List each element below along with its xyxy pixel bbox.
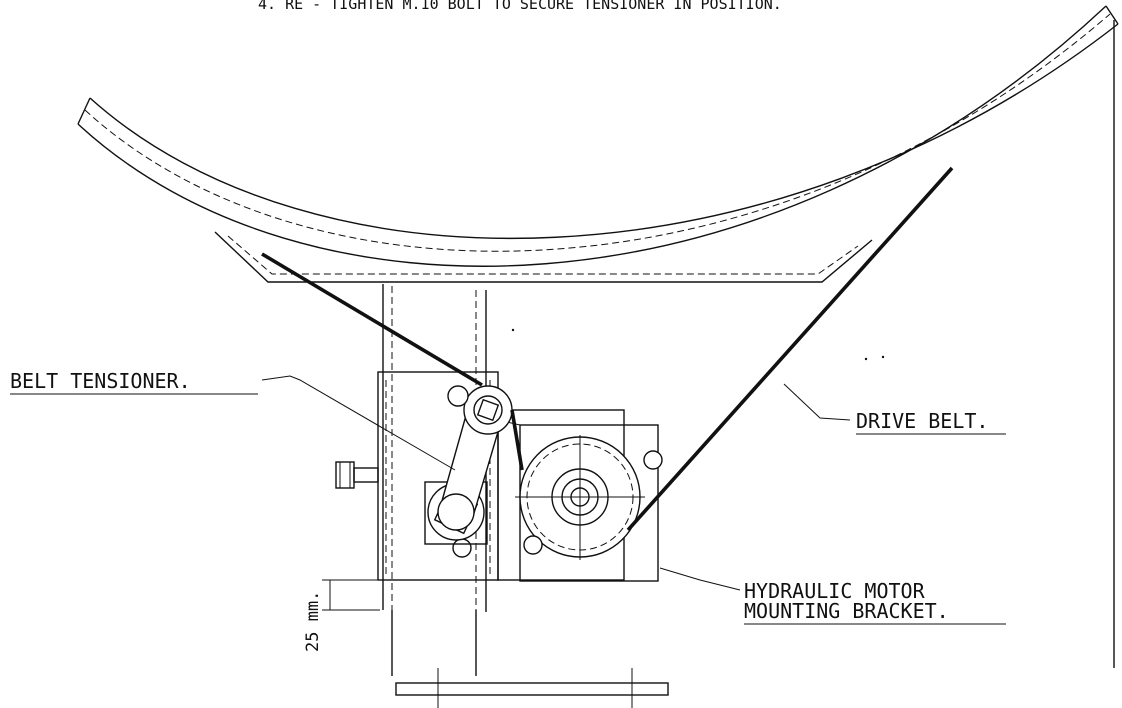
belt-tensioner-callout: BELT TENSIONER.: [10, 369, 456, 471]
curved-trough: [77, 5, 1119, 267]
adjustment-bolt: [335, 461, 379, 489]
drawing-marks: [511, 328, 885, 361]
tensioner-assembly: [424, 385, 513, 558]
drive-belt-callout: DRIVE BELT.: [783, 383, 1006, 435]
dimension-marker: 25 mm.: [303, 579, 380, 652]
motor-bracket-label-line2: MOUNTING BRACKET.: [744, 599, 949, 623]
dimension-label: 25 mm.: [303, 591, 323, 652]
drive-belt-label: DRIVE BELT.: [856, 409, 988, 433]
drive-belt: [261, 166, 954, 532]
base-plate: [391, 610, 669, 708]
motor-bracket-label-line1: HYDRAULIC MOTOR: [744, 579, 926, 603]
belt-tensioner-label: BELT TENSIONER.: [10, 369, 191, 393]
motor-bracket-callout: HYDRAULIC MOTOR MOUNTING BRACKET.: [659, 567, 1006, 625]
motor-pulley: [515, 435, 663, 560]
instruction-text: 4. RE - TIGHTEN M.10 BOLT TO SECURE TENS…: [258, 0, 782, 13]
trough-support-plate: [214, 231, 873, 283]
